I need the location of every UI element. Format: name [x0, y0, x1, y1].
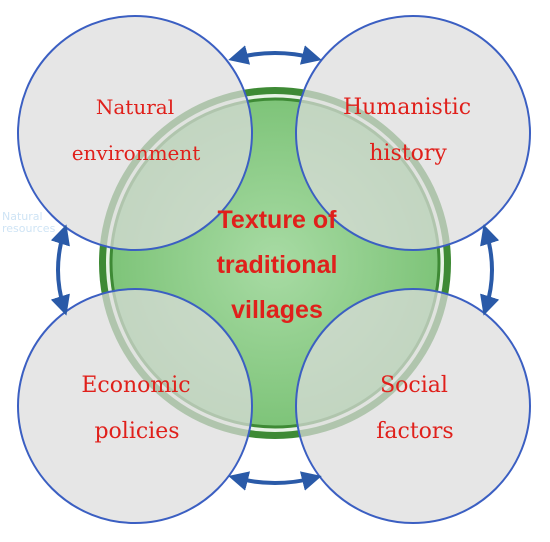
- ghost-text-line-2: resources: [2, 222, 56, 235]
- label-natural: Natural: [96, 95, 174, 119]
- label-humanistic: Humanistic: [343, 95, 471, 120]
- center-title-line-2: traditional: [217, 251, 338, 279]
- arrow-top: [228, 45, 322, 65]
- label-social: Social: [380, 373, 448, 398]
- label-history: history: [369, 141, 447, 166]
- center-title-line-1: Texture of: [218, 206, 338, 234]
- label-environment: environment: [72, 141, 201, 165]
- label-policies: policies: [94, 419, 179, 444]
- arrow-bottom: [228, 471, 322, 491]
- circle-natural-environment: [17, 15, 253, 251]
- arrow-right: [480, 224, 500, 316]
- label-economic: Economic: [81, 373, 190, 398]
- circle-humanistic-history: [295, 15, 531, 251]
- circle-social-factors: [295, 288, 531, 524]
- center-title-line-3: villages: [231, 296, 323, 324]
- label-factors: factors: [376, 419, 453, 444]
- circle-economic-policies: [17, 288, 253, 524]
- arrow-left: [50, 224, 70, 316]
- ghost-text-line-1: Natural: [2, 210, 43, 223]
